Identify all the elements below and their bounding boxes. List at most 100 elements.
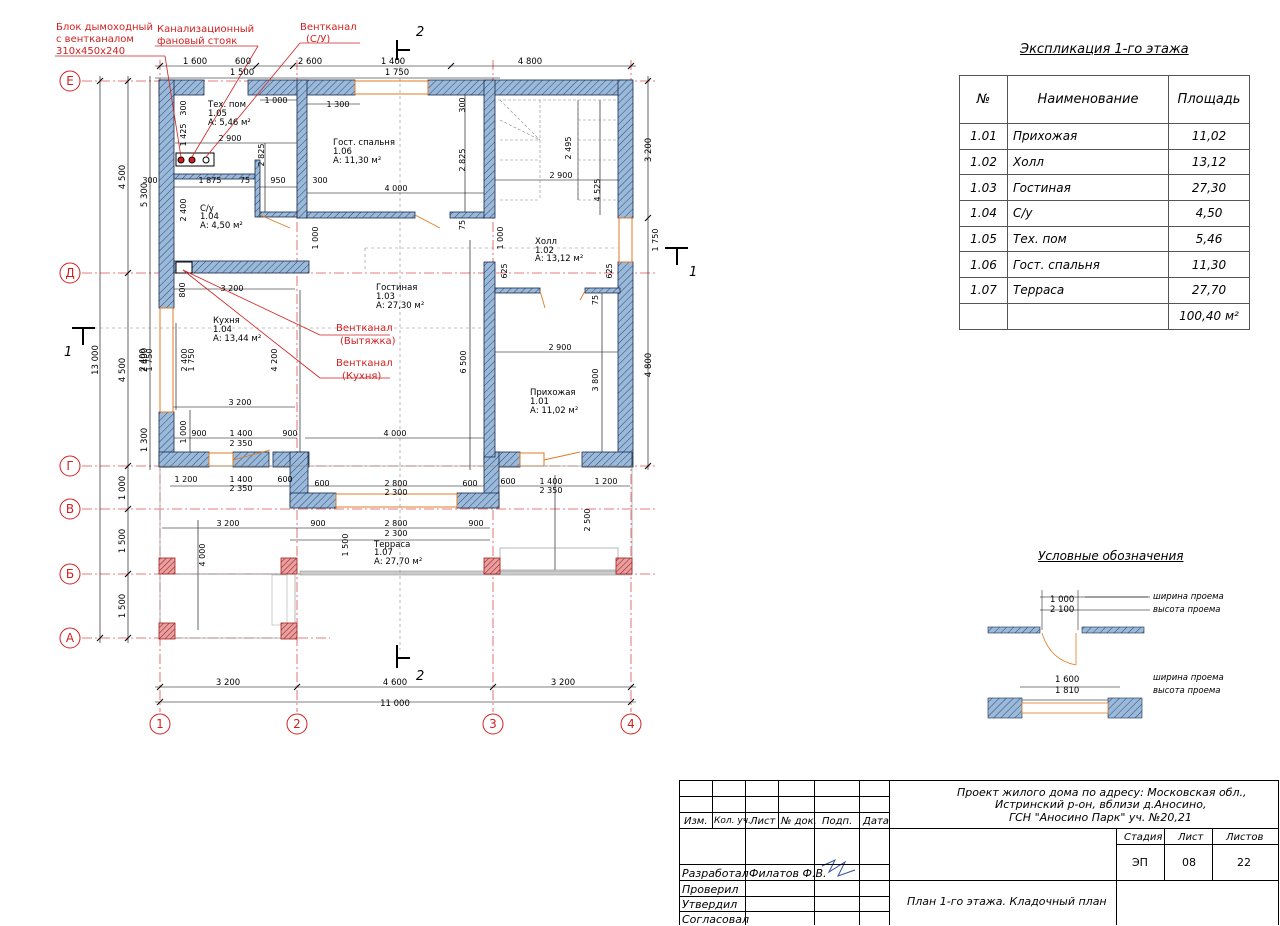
dim-inner: 2 350	[230, 439, 253, 448]
dim-inner: 1 400	[540, 477, 563, 486]
dim-inner: 1 400	[230, 429, 253, 438]
room-name-guest: Гост. спальня	[333, 138, 395, 148]
legend-graphics	[987, 590, 1150, 719]
dim-inner: 1 000	[311, 227, 320, 250]
dim-top-600: 600	[235, 57, 251, 67]
dim-top-2600: 2 600	[298, 57, 322, 67]
dimension-ticks	[96, 62, 652, 706]
dim-inner: 1 750	[187, 349, 196, 372]
cell: 4,50	[1168, 200, 1250, 227]
room-area-terrace: А: 27,70 м²	[374, 557, 422, 567]
dim-inner: 600	[500, 477, 515, 486]
stamp-sheet-value: 08	[1182, 856, 1196, 869]
stamp-developer-name: Филатов Ф.В.	[749, 867, 827, 880]
dim-bottom-4600: 4 600	[383, 678, 407, 688]
dim-inner: 2 900	[219, 134, 242, 143]
dim-inner: 625	[605, 263, 614, 278]
dim-inner: 600	[277, 475, 292, 484]
room-num-tech: 1.05	[208, 109, 227, 119]
stamp-project-line3: ГСН "Аносино Парк" уч. №20,21	[1009, 811, 1192, 824]
title-block: Проект жилого дома по адресу: Московская…	[679, 780, 1279, 926]
legend-door-width-label: ширина проема	[1153, 592, 1224, 602]
section-label-1-right: 1	[689, 265, 697, 280]
dim-left-5300: 5 300	[140, 183, 150, 207]
dim-inner: 300	[142, 176, 157, 185]
dim-inner: 1 750	[651, 229, 660, 252]
cell: С/у	[1007, 200, 1169, 227]
dim-bottom-3200-a: 3 200	[216, 678, 240, 688]
legend-title: Условные обозначения	[1038, 549, 1184, 563]
axis-label-a: А	[66, 631, 75, 645]
stamp-sheet-title: План 1-го этажа. Кладочный план	[907, 895, 1107, 908]
dim-inner: 2 500	[583, 509, 592, 532]
legend-door-width: 1 000	[1050, 595, 1074, 605]
section-label-2-bottom: 2	[416, 669, 424, 684]
stamp-col-kol: Кол. уч.	[714, 816, 751, 826]
legend-window-height: 1 810	[1055, 686, 1079, 696]
stamp-col-podp: Подп.	[822, 816, 853, 827]
dim-left-1500-a: 1 500	[118, 529, 128, 553]
room-name-tech: Тех. пом	[207, 100, 246, 110]
callout-vent-kitchen-l1: Вентканал	[336, 358, 393, 369]
cell	[1007, 302, 1169, 330]
room-num-guest: 1.06	[333, 147, 352, 157]
dim-left-1000: 1 000	[118, 476, 128, 500]
dim-inner: 2 900	[550, 171, 573, 180]
stamp-stage-label: Стадия	[1124, 832, 1163, 843]
dim-inner: 1 200	[595, 477, 618, 486]
dim-inner: 2 350	[230, 484, 253, 493]
callout-vent-exhaust-l1: Вентканал	[336, 323, 393, 334]
cell: 11,30	[1168, 251, 1250, 279]
cell: 1.01	[959, 123, 1008, 150]
dim-inner: 1 875	[199, 176, 222, 185]
cell: Гост. спальня	[1007, 251, 1169, 279]
windows	[159, 80, 633, 508]
dim-inner: 3 200	[217, 519, 240, 528]
stamp-col-doc: № док.	[781, 816, 817, 827]
callout-chimney-l1: Блок дымоходный	[56, 22, 153, 33]
dim-inner: 900	[468, 519, 483, 528]
callout-leaders	[55, 42, 390, 379]
room-name-entrance: Прихожая	[530, 388, 576, 398]
dim-inner: 1 000	[179, 421, 188, 444]
axis-label-d: Д	[65, 266, 74, 280]
legend-door-height: 2 100	[1050, 605, 1074, 615]
dim-inner: 900	[191, 429, 206, 438]
dim-inner: 950	[270, 176, 285, 185]
dim-left-1500-b: 1 500	[118, 594, 128, 618]
dim-inner: 300	[312, 176, 327, 185]
dim-top-1400: 1 400	[381, 57, 405, 67]
dim-top2-1500: 1 500	[230, 68, 254, 78]
room-num-wc: 1.04	[200, 212, 219, 222]
room-area-entrance: А: 11,02 м²	[530, 406, 578, 416]
stamp-sheets-label: Листов	[1226, 832, 1264, 843]
dim-inner: 3 200	[221, 284, 244, 293]
axis-label-b: Б	[66, 567, 74, 581]
dim-inner: 2 495	[564, 137, 573, 160]
col-header-number: №	[959, 75, 1008, 124]
dim-left-2400: 2 400	[140, 348, 150, 372]
dim-inner: 4 200	[270, 349, 279, 372]
dim-inner: 1 300	[327, 100, 350, 109]
dim-inner: 4 000	[385, 184, 408, 193]
legend-window-height-label: высота проема	[1153, 686, 1220, 696]
stamp-col-date: Дата	[863, 816, 889, 827]
dim-inner: 625	[500, 263, 509, 278]
dim-right-4800: 4 800	[644, 353, 654, 377]
cell: 5,46	[1168, 225, 1250, 253]
dim-inner: 600	[462, 479, 477, 488]
dim-inner: 1 500	[341, 534, 350, 557]
dim-inner: 1 000	[496, 227, 505, 250]
dim-inner: 3 200	[229, 398, 252, 407]
callout-chimney-l2: с вентканалом	[56, 34, 134, 45]
room-area-living: А: 27,30 м²	[376, 301, 424, 311]
dim-inner: 4 000	[384, 429, 407, 438]
stamp-sheets-value: 22	[1237, 856, 1251, 869]
legend-door-height-label: высота проема	[1153, 605, 1220, 615]
signature	[821, 858, 856, 877]
stamp-role-checked: Проверил	[682, 883, 739, 896]
room-area-kitchen: А: 13,44 м²	[213, 334, 261, 344]
cell: 27,30	[1168, 174, 1250, 202]
